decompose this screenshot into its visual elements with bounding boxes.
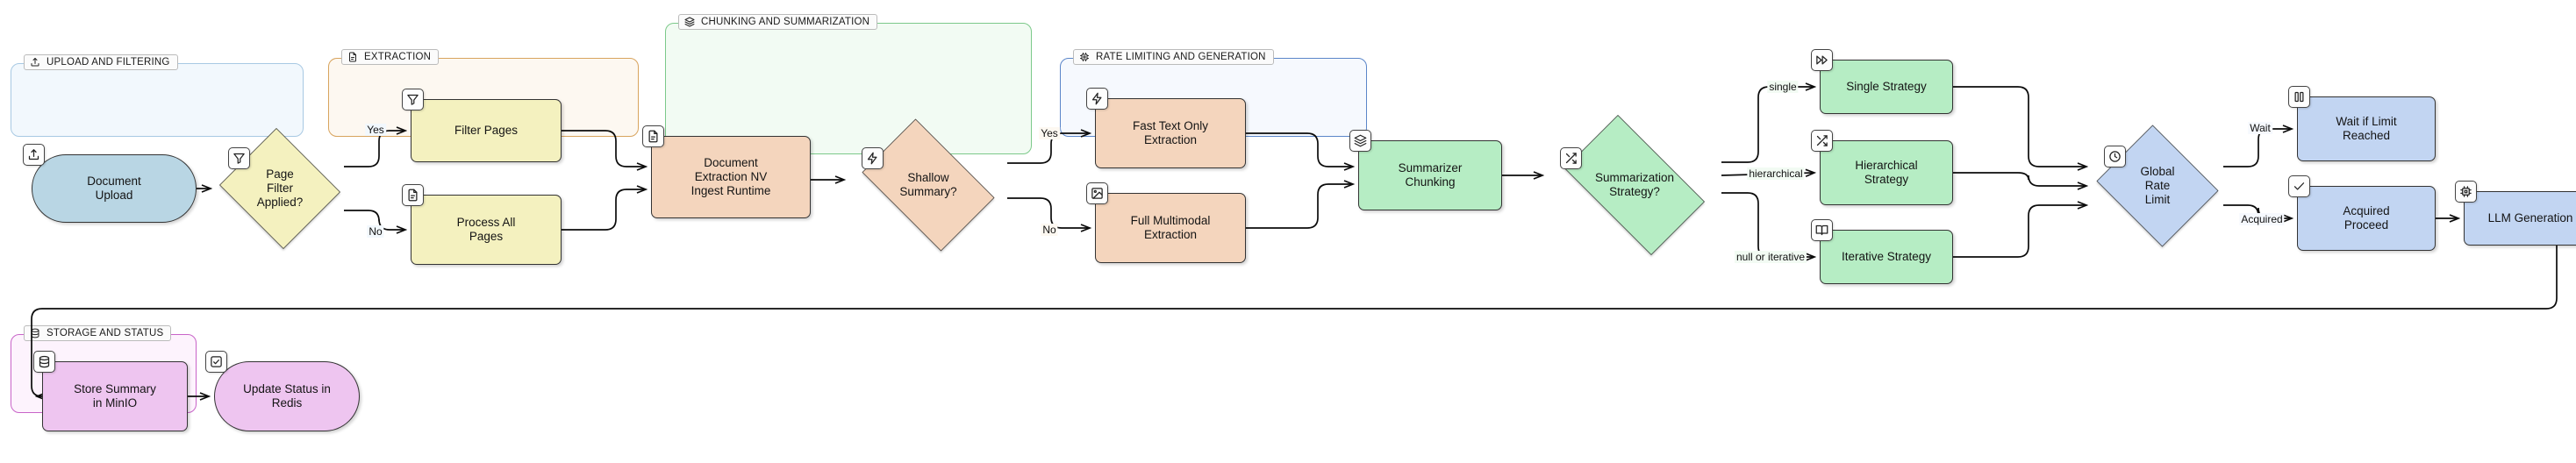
cluster-title: STORAGE AND STATUS	[47, 328, 164, 338]
edge-page-filter-process-all	[344, 210, 405, 230]
cluster-title: EXTRACTION	[364, 52, 432, 62]
edge-label-no-shallow: No	[1041, 224, 1058, 236]
node-label: Shallow Summary?	[899, 170, 957, 198]
edge-filter-pages-doc-extract	[562, 130, 646, 167]
edge-full-multi-chunking	[1246, 184, 1353, 229]
node-label: Update Status in Redis	[243, 381, 331, 410]
node-label: Process All Pages	[456, 215, 516, 243]
cluster-title: RATE LIMITING AND GENERATION	[1096, 52, 1266, 62]
node-label: Document Extraction NV Ingest Runtime	[691, 155, 771, 198]
node-label: Full Multimodal Extraction	[1130, 213, 1211, 241]
bolt-icon	[1086, 88, 1108, 110]
clock-icon	[2104, 146, 2126, 167]
node-label: Summarizer Chunking	[1398, 160, 1463, 189]
book-icon	[1811, 219, 1833, 241]
document-icon	[402, 184, 424, 206]
edge-fast-text-chunking	[1246, 132, 1353, 167]
edge-sum-strategy-single	[1721, 87, 1814, 163]
shuffle-icon	[1811, 130, 1833, 152]
node-fast_text[interactable]: Fast Text Only Extraction	[1086, 88, 1246, 168]
node-label: Summarization Strategy?	[1594, 170, 1675, 198]
edge-hierarchical-rate-limit	[1953, 172, 2086, 186]
cluster-label-rate: RATE LIMITING AND GENERATION	[1073, 49, 1274, 65]
node-full_multi[interactable]: Full Multimodal Extraction	[1086, 182, 1246, 263]
image-icon	[1086, 182, 1108, 204]
node-label: Hierarchical Strategy	[1855, 158, 1918, 186]
filter-icon	[402, 89, 424, 110]
node-single_str[interactable]: Single Strategy	[1811, 49, 1953, 114]
forward-icon	[1811, 49, 1833, 71]
edge-label-single: single	[1767, 81, 1799, 93]
edge-label-acquired: Acquired	[2239, 213, 2285, 225]
edge-label-null-or-iterative: null or iterative	[1734, 251, 1807, 263]
cluster-upload: UPLOAD AND FILTERING	[11, 54, 304, 137]
node-process_all[interactable]: Process All Pages	[402, 184, 562, 265]
node-label: Filter Pages	[454, 123, 519, 137]
shuffle-icon	[1560, 147, 1582, 169]
node-sum_strategy[interactable]: Summarization Strategy?	[1548, 115, 1721, 255]
node-doc_extract[interactable]: Document Extraction NV Ingest Runtime	[642, 125, 811, 218]
node-doc_upload[interactable]: Document Upload	[23, 144, 197, 223]
bolt-icon	[862, 147, 884, 169]
edge-label-no-filter: No	[367, 225, 384, 238]
layers-icon	[1349, 130, 1371, 152]
edge-label-hierarchical: hierarchical	[1747, 167, 1805, 180]
edge-label-yes-shallow: Yes	[1039, 127, 1060, 139]
edge-iterative-rate-limit	[1953, 205, 2086, 258]
upload-icon	[30, 57, 40, 68]
document-icon	[347, 52, 358, 62]
node-label: Acquired Proceed	[2343, 203, 2390, 232]
chip-icon	[2455, 181, 2477, 203]
node-label: Page Filter Applied?	[256, 167, 304, 210]
edge-rate-limit-wait	[2223, 129, 2292, 167]
cluster-label-upload: UPLOAD AND FILTERING	[24, 54, 178, 70]
node-rate_limit[interactable]: Global Rate Limit	[2092, 125, 2223, 247]
edge-single-rate-limit	[1953, 86, 2086, 167]
node-label: Single Strategy	[1846, 79, 1927, 93]
cluster-chunk: CHUNKING AND SUMMARIZATION	[665, 14, 1032, 154]
check-icon	[2288, 175, 2310, 197]
node-label: Wait if Limit Reached	[2336, 114, 2397, 142]
edge-page-filter-filter-pages	[344, 131, 405, 167]
node-acquired[interactable]: Acquired Proceed	[2288, 175, 2436, 251]
node-label: Fast Text Only Extraction	[1132, 118, 1209, 146]
edge-process-all-doc-extract	[562, 189, 646, 231]
node-store_minio[interactable]: Store Summary in MinIO	[33, 351, 188, 431]
cluster-title: CHUNKING AND SUMMARIZATION	[701, 17, 870, 27]
edge-label-yes-filter: Yes	[365, 124, 386, 136]
node-label: Store Summary in MinIO	[74, 381, 156, 410]
edge-sum-strategy-iterative	[1721, 192, 1814, 257]
database-icon	[33, 351, 55, 373]
node-update_redis[interactable]: Update Status in Redis	[205, 351, 360, 431]
node-llm_gen[interactable]: LLM Generation	[2455, 181, 2576, 246]
layers-icon	[684, 17, 695, 27]
node-iter_str[interactable]: Iterative Strategy	[1811, 219, 1953, 284]
node-label: Iterative Strategy	[1841, 249, 1932, 263]
node-label: Document Upload	[87, 174, 141, 202]
node-wait_limit[interactable]: Wait if Limit Reached	[2288, 86, 2436, 161]
upload-icon	[23, 144, 45, 166]
filter-icon	[228, 147, 250, 169]
node-page_filter[interactable]: Page Filter Applied?	[216, 128, 344, 249]
document-icon	[642, 125, 664, 147]
cluster-label-extract: EXTRACTION	[341, 49, 440, 65]
node-label: Global Rate Limit	[2140, 164, 2175, 207]
pause-icon	[2288, 86, 2310, 108]
checkbox-icon	[205, 351, 227, 373]
cluster-label-chunk: CHUNKING AND SUMMARIZATION	[678, 14, 878, 30]
node-chunking[interactable]: Summarizer Chunking	[1349, 130, 1502, 210]
node-hier_str[interactable]: Hierarchical Strategy	[1811, 130, 1953, 205]
node-filter_pages[interactable]: Filter Pages	[402, 89, 562, 162]
chip-icon	[1079, 52, 1090, 62]
node-shallow[interactable]: Shallow Summary?	[849, 118, 1007, 252]
edge-label-wait: Wait	[2248, 122, 2272, 134]
node-label: LLM Generation	[2487, 210, 2573, 224]
cluster-title: UPLOAD AND FILTERING	[47, 57, 170, 68]
